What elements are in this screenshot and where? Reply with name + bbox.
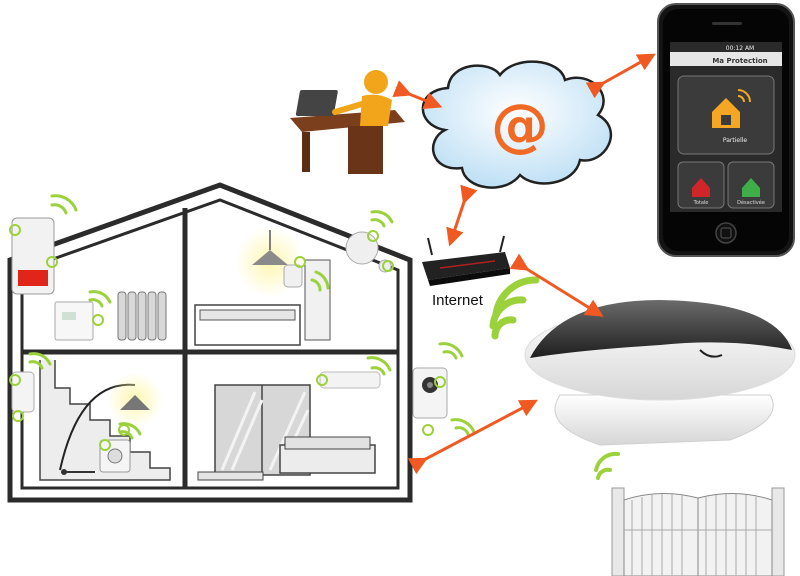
home-hub: [524, 300, 796, 446]
camera: [412, 367, 448, 419]
phone-button-total-label: Totale: [693, 200, 709, 206]
wifi-icon: [370, 210, 394, 228]
at-sign-icon: @: [491, 91, 549, 159]
wifi-icon: [310, 270, 330, 292]
smartphone: [657, 3, 795, 257]
wifi-icon: [438, 342, 464, 360]
hub-wifi-icon: [489, 276, 540, 340]
wifi-icon: [118, 422, 142, 440]
wifi-icon: [50, 194, 78, 215]
arrow-cloud-phone: [585, 53, 656, 99]
router: [422, 235, 510, 286]
home-button[interactable]: [715, 222, 737, 244]
arrow-person-cloud: [392, 80, 443, 110]
phone-app-title: Ma Protection: [712, 57, 768, 65]
connection-arrows: [392, 53, 656, 475]
arrow-cloud-router: [446, 184, 478, 247]
person-head: [364, 70, 388, 94]
wifi-icon: [366, 356, 392, 376]
house-outline: [7, 182, 413, 503]
house: [7, 182, 413, 503]
motion-sensor: [11, 371, 35, 413]
wifi-icon: [450, 418, 476, 436]
phone-status-time: 00:12 AM: [725, 45, 755, 52]
person-at-desk: [290, 70, 405, 174]
living-room: [197, 371, 381, 481]
wifi-icon: [28, 352, 52, 370]
arrow-router-hub: [509, 253, 604, 317]
bedroom: [194, 227, 331, 346]
phone-status-label: Partielle: [722, 137, 748, 144]
radiator-room: [54, 291, 167, 341]
thermostat: [54, 301, 94, 341]
radiator: [117, 291, 167, 341]
gate: [611, 487, 785, 576]
phone-button-deactivate-label: Désactivée: [737, 200, 765, 206]
ac-unit: [319, 371, 381, 389]
smoke-detector: [345, 231, 379, 265]
wifi-icon: [88, 290, 112, 308]
arrow-house-hub: [407, 399, 538, 475]
gate-wifi-icon: [594, 451, 620, 480]
alarm-siren: [11, 217, 55, 295]
stairs-room: [39, 360, 171, 481]
internet-cloud: [421, 60, 612, 189]
internet-label: Internet: [432, 292, 483, 309]
